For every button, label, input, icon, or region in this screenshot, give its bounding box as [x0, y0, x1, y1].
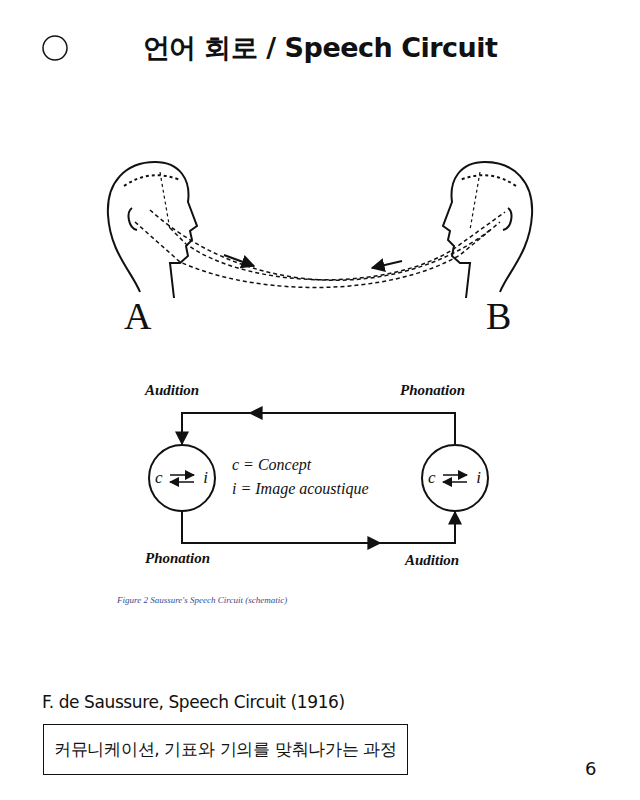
figure-caption: Figure 2 Saussure's Speech Circuit (sche…: [117, 595, 287, 605]
circle-letter: i: [476, 468, 481, 488]
mid-arrow: [250, 412, 300, 414]
process-label: Audition: [145, 382, 199, 399]
association-arrow: [443, 474, 467, 476]
process-label: Phonation: [145, 550, 210, 567]
head-outline: [108, 162, 197, 298]
page-number: 6: [585, 758, 596, 779]
circle-shape: [422, 445, 488, 511]
circle-letter: c: [155, 468, 163, 488]
direction-arrow: [372, 261, 402, 268]
sound-curve: [135, 222, 500, 287]
head-outline: [443, 162, 532, 298]
hairline: [124, 175, 180, 186]
speech-circuit-line: [182, 512, 455, 543]
speech-circuit-line: [182, 413, 455, 444]
mid-arrow: [330, 542, 380, 544]
head-b: [443, 162, 532, 298]
hairline: [460, 175, 516, 186]
mind-circle: ci: [421, 444, 489, 512]
nerve-line: [160, 172, 170, 230]
association-arrow: [170, 481, 194, 483]
process-label: Audition: [405, 552, 459, 569]
ear: [503, 208, 511, 230]
summary-box: 커뮤니케이션, 기표와 기의를 맞춰나가는 과정: [43, 724, 408, 775]
person-label: B: [486, 294, 511, 338]
sound-curve: [150, 210, 490, 280]
circle-shape: [149, 445, 215, 511]
mind-circle: ci: [148, 444, 216, 512]
direction-arrow: [224, 255, 254, 266]
bullet-circle: [43, 36, 67, 60]
box-text: 커뮤니케이션, 기표와 기의를 맞춰나가는 과정: [46, 738, 405, 761]
circle-letter: c: [428, 468, 436, 488]
association-arrow: [170, 474, 194, 476]
sound-curve: [170, 212, 505, 280]
sound-path: [135, 210, 505, 287]
circle-letter: i: [203, 468, 208, 488]
head-a: [108, 162, 197, 298]
legend-note: c = Concept: [232, 456, 311, 474]
nerve-line: [470, 172, 480, 230]
person-label: A: [124, 294, 151, 338]
slide-title: 언어 회로 / Speech Circuit: [0, 30, 640, 66]
ear: [129, 208, 137, 230]
legend-note: i = Image acoustique: [232, 480, 369, 498]
process-label: Phonation: [400, 382, 465, 399]
source-citation: F. de Saussure, Speech Circuit (1916): [42, 692, 345, 712]
association-arrow: [443, 481, 467, 483]
